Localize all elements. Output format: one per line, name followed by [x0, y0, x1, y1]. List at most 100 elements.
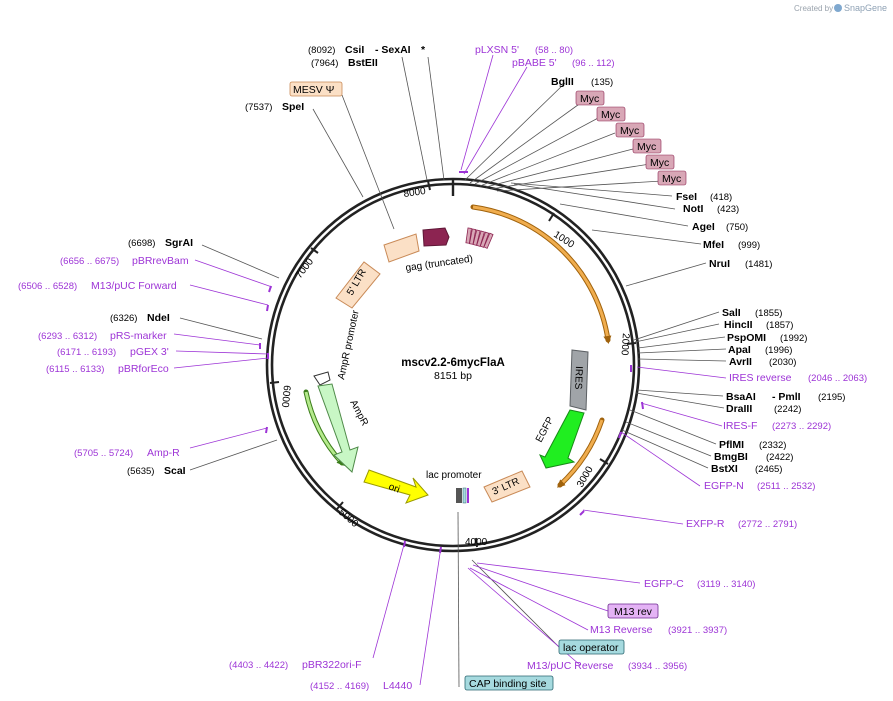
hincii-name: HincII [724, 319, 753, 331]
myc-label-3: Myc [620, 125, 639, 137]
myc-label-4: Myc [637, 141, 656, 153]
egfp-c-pos: (3119 .. 3140) [697, 579, 755, 590]
plxsn-name: pLXSN 5' [475, 44, 519, 56]
ires-f-name: IRES-F [723, 420, 757, 432]
myc-tags-cluster [465, 227, 494, 249]
egfp-c-name: EGFP-C [644, 578, 684, 590]
primer-leader-lines [173, 54, 727, 686]
pflmi-name: PflMI [719, 439, 744, 451]
pmli-name: - PmlI [772, 391, 801, 403]
plasmid-size: 8151 bp [434, 370, 472, 382]
myc-box-3 [615, 122, 645, 138]
ires-label: IRES [572, 366, 584, 390]
amp-r-name: Amp-R [147, 447, 180, 459]
bstxi-name: BstXI [711, 463, 738, 475]
gag-label: gag (truncated) [405, 254, 474, 274]
orf-arrow-egfp [557, 419, 604, 488]
bglii-name: BglII [551, 76, 574, 88]
tick-2000: 2000 [618, 333, 631, 356]
myc-box-2 [596, 106, 626, 122]
myc-label-1: Myc [580, 93, 599, 105]
tick-6000: 6000 [279, 385, 292, 409]
tick-7000: 7000 [294, 256, 317, 281]
pbabe-pos: (96 .. 112) [572, 58, 615, 69]
draiii-pos: (2242) [774, 404, 801, 415]
nrui-pos: (1481) [745, 259, 772, 270]
orf-arrow-main [472, 205, 612, 344]
cap-site-label: CAP binding site [469, 678, 547, 690]
tick-8000: 8000 [403, 186, 427, 200]
prs-pos: (6293 .. 6312) [38, 331, 97, 342]
pbrrevbam-pos: (6656 .. 6675) [60, 256, 119, 267]
sgrai-pos: (6698) [128, 238, 155, 249]
pbrforeco-pos: (6115 .. 6133) [46, 364, 104, 375]
spei-name: SpeI [282, 101, 304, 113]
tick-5000: 5000 [336, 507, 360, 530]
ampr-promoter-label: AmpR promoter [336, 309, 362, 381]
agei-name: AgeI [692, 221, 715, 233]
primer-labels-right: pLXSN 5' (58 .. 80) pBABE 5' (96 .. 112)… [475, 44, 867, 672]
bmgbi-name: BmgBI [714, 451, 748, 463]
exfp-r-name: EXFP-R [686, 518, 725, 530]
nrui-name: NruI [709, 258, 730, 270]
snapgene-logo-icon [834, 4, 842, 12]
csii-pos: (8092) [308, 45, 335, 56]
primer-markers [259, 171, 644, 554]
plasmid-name: mscv2.2-6mycFlaA [401, 357, 505, 369]
noti-name: NotI [683, 203, 703, 215]
m13-reverse-name: M13 Reverse [590, 624, 653, 636]
m13-marker [467, 488, 469, 503]
egfp-label: EGFP [534, 415, 557, 444]
snapgene-credit: Created by SnapGene [794, 3, 887, 13]
l4440-name: L4440 [383, 680, 412, 692]
tick-1000: 1000 [551, 229, 576, 251]
ires-f-pos: (2273 .. 2292) [772, 421, 831, 432]
backbone [265, 177, 641, 553]
bstxi-pos: (2465) [755, 464, 782, 475]
pbrforeco-name: pBRforEco [118, 363, 169, 375]
m13puc-fwd-name: M13/pUC Forward [91, 280, 177, 292]
ires-feature-box [569, 349, 589, 411]
bsteii-name: BstEII [348, 57, 378, 69]
pbabe-name: pBABE 5' [512, 57, 557, 69]
ires-rev-name: IRES reverse [729, 372, 792, 384]
ltr3-feature-box [483, 470, 531, 503]
features: gag (truncated) 5' LTR AmpR promoter Amp… [313, 227, 589, 504]
boxed-labels: MESV Ψ Myc Myc Myc Myc Myc Myc M13 rev l… [289, 81, 687, 691]
leader-lines [179, 56, 727, 688]
ori-feature-arrow [363, 469, 429, 504]
myc-box-4 [632, 138, 662, 154]
mesv-box [289, 81, 343, 97]
lac-operator-marker [462, 487, 467, 504]
apai-pos: (1996) [765, 345, 792, 356]
tick-4000: 4000 [465, 537, 488, 548]
m13rev-label: M13 rev [614, 606, 653, 618]
ltr5-feature-box [383, 233, 420, 263]
plxsn-pos: (58 .. 80) [535, 45, 573, 56]
fsei-name: FseI [676, 191, 697, 203]
myc-box-6 [657, 170, 687, 186]
ori-label: ori [387, 481, 401, 495]
sali-pos: (1855) [755, 308, 782, 319]
spei-pos: (7537) [245, 102, 272, 113]
m13rev-box [607, 603, 659, 619]
pgex-name: pGEX 3' [130, 346, 169, 358]
sgrai-name: SgrAI [165, 237, 193, 249]
orf-arrow-main-outline [470, 204, 611, 343]
hincii-pos: (1857) [766, 320, 793, 331]
ltr5-feature-box-b [335, 261, 381, 309]
myc-box-1 [575, 90, 605, 106]
pbr322ori-name: pBR322ori-F [302, 659, 362, 671]
lac-promoter-marker [456, 488, 462, 503]
avrii-name: AvrII [729, 356, 752, 368]
credit-prefix: Created by [794, 4, 833, 13]
enzyme-labels-left: (8092) CsiI - SexAI * (7964) BstEII (753… [110, 44, 426, 477]
pspomi-pos: (1992) [780, 333, 807, 344]
lac-promoter-label: lac promoter [426, 470, 482, 481]
pbr322ori-pos: (4403 .. 4422) [229, 660, 288, 671]
ampr-promoter-arrow [313, 371, 331, 386]
bsaai-name: BsaAI [726, 391, 756, 403]
ires-rev-pos: (2046 .. 2063) [808, 373, 867, 384]
mfei-pos: (999) [738, 240, 760, 251]
